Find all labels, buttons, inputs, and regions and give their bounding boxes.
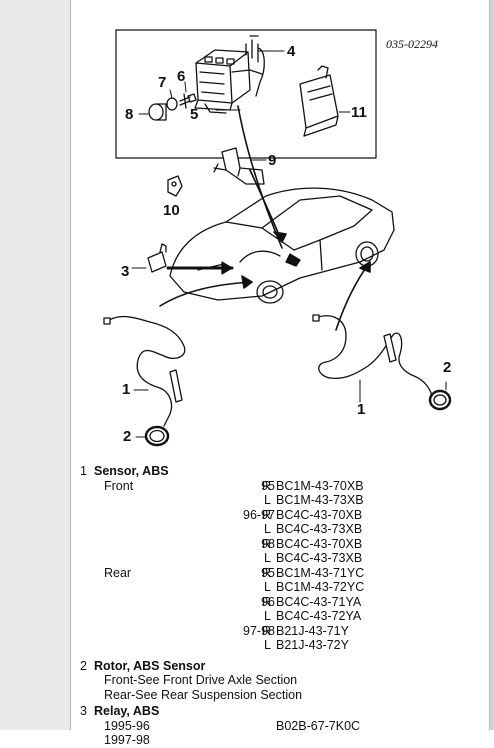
row-subheading: Rear [104,565,132,580]
part-row: L BC4C-43-73XB [80,522,490,537]
front-abs-sensor [103,315,186,447]
callout-5: 5 [190,106,199,123]
relay-part-number: B02B-67-7K0C [276,718,361,733]
parts-item: 3 Relay, ABS [80,704,490,719]
parts-item: 2 Rotor, ABS Sensor [80,659,490,674]
parts-item: 1 Sensor, ABS [80,464,490,479]
row-part-number: BC1M-43-71YC [276,565,365,580]
row-side: L [264,551,271,565]
row-side: L [264,609,271,623]
relay-row: 1995-96 B02B-67-7K0C [80,719,490,734]
relay-year: 1997-98 [104,733,150,747]
callout-1-front: 1 [122,381,131,398]
row-side: R [261,478,271,493]
row-part-number: BC4C-43-70XB [276,536,363,551]
row-subheading: Front [104,478,134,493]
page-scrollbar[interactable] [489,0,494,730]
callout-6: 6 [177,68,186,85]
row-year: 95 [261,565,275,580]
row-year: 97-98 [243,623,275,638]
item-title: Relay, ABS [94,704,160,718]
row-side: L [264,522,271,536]
callout-11: 11 [351,104,367,121]
row-year: 98 [261,536,275,551]
callout-10: 10 [163,202,180,219]
callout-8: 8 [125,106,134,123]
inset-frame [115,29,377,159]
row-part-number: BC4C-43-73XB [276,551,363,565]
row-part-number: BC4C-43-71YA [276,594,362,609]
callout-7: 7 [158,74,167,91]
row-side: R [261,536,271,551]
callout-2-front: 2 [123,428,132,445]
part-row: L BC1M-43-73XB [80,493,490,508]
row-part-number: B21J-43-71Y [276,623,349,638]
abs-relay [147,243,167,273]
row-year: 96-97 [243,507,275,522]
relay-year: 1995-96 [104,718,150,733]
relay-small-parts [148,93,197,121]
item-note: Front-See Front Drive Axle Section [104,673,298,687]
row-part-number: BC1M-43-73XB [276,493,364,507]
car-outline [169,187,395,304]
callout-2-rear: 2 [443,359,452,376]
row-side: L [264,638,271,652]
bracket-10 [167,175,183,197]
row-year: 96 [261,594,275,609]
callout-1-rear: 1 [357,401,366,418]
relay-row: 1997-98 [80,733,490,748]
row-year: 95 [261,478,275,493]
figure-code: 035-02294 [386,37,438,51]
row-part-number: B21J-43-72Y [276,638,349,652]
part-row: L BC4C-43-73XB [80,551,490,566]
row-part-number: BC4C-43-73XB [276,522,363,536]
abs-exploded-diagram [103,29,452,447]
item-title: Rotor, ABS Sensor [94,658,206,673]
rear-abs-sensor [312,314,452,411]
part-row: L B21J-43-72Y [80,638,490,653]
item-note: Rear-See Rear Suspension Section [104,687,303,702]
item-title: Sensor, ABS [94,464,169,478]
row-side: R [261,565,271,580]
row-part-number: BC1M-43-72YC [276,580,365,594]
part-row: L BC1M-43-72YC [80,580,490,595]
location-arrows [159,105,371,331]
bracket-9 [213,147,265,185]
row-side: L [264,580,271,594]
page-left-margin [0,0,71,730]
item-number: 1 [80,464,87,478]
item-number: 2 [80,658,87,673]
callout-3: 3 [121,263,130,280]
row-side: R [261,594,271,609]
row-part-number: BC4C-43-70XB [276,507,363,522]
abs-control-unit [299,65,339,137]
part-row: L BC4C-43-72YA [80,609,490,624]
callout-4: 4 [287,43,296,60]
row-part-number: BC4C-43-72YA [276,609,362,623]
row-side: L [264,493,271,507]
item-number: 3 [80,704,87,718]
callout-9: 9 [268,152,277,169]
row-part-number: BC1M-43-70XB [276,478,364,493]
hydraulic-unit [194,35,265,114]
row-side: R [261,507,271,522]
row-side: R [261,623,271,638]
